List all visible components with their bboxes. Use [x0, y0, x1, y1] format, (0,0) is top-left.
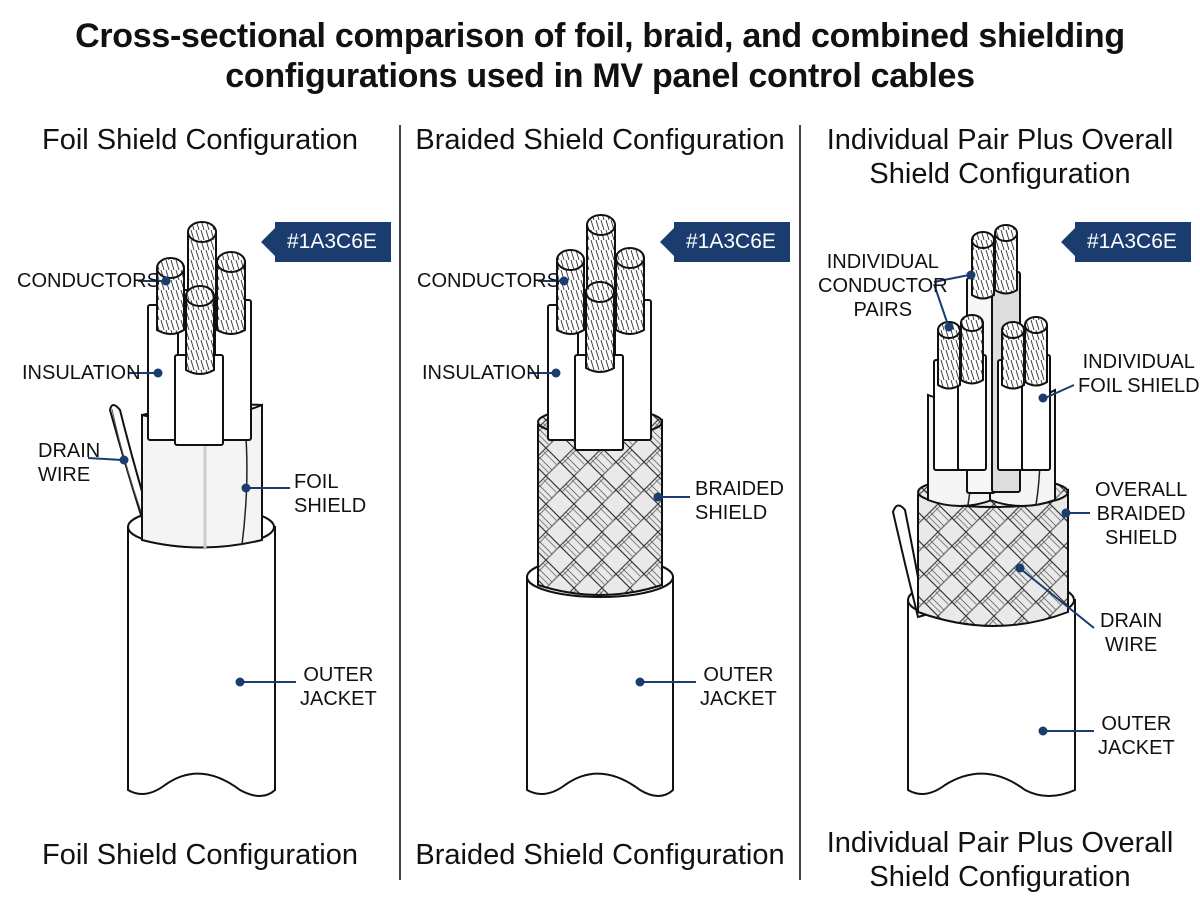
braid-color-badge: #1A3C6E [660, 222, 790, 262]
braid-cable-figure [526, 214, 674, 797]
combined-leaders [933, 270, 1095, 736]
braid-label-braid-line2: SHIELD [695, 502, 768, 524]
foil-color-badge: #1A3C6E [261, 222, 391, 262]
foil-leaders [87, 276, 296, 687]
badge-pointer-icon [1061, 228, 1075, 256]
combined-label-drain-line2: WIRE [1105, 634, 1158, 656]
page-title-line2: configurations used in MV panel control … [225, 57, 975, 95]
combined-color-badge-text: #1A3C6E [1087, 230, 1177, 253]
combined-color-badge: #1A3C6E [1061, 222, 1191, 262]
foil-panel-title: Foil Shield Configuration [42, 124, 358, 156]
badge-pointer-icon [660, 228, 674, 256]
foil-outer-jacket [127, 526, 276, 797]
braid-outer-jacket [526, 576, 674, 797]
braid-leaders [528, 276, 696, 687]
foil-panel-caption: Foil Shield Configuration [42, 839, 358, 871]
combined-label-obraid-line3: SHIELD [1105, 527, 1178, 549]
braid-label-jacket-line1: OUTER [703, 664, 774, 686]
combined-label-pairs-line2: CONDUCTOR [818, 275, 948, 297]
foil-label-foil-shield: FOIL SHIELD [294, 470, 366, 518]
page-title-line1: Cross-sectional comparison of foil, brai… [75, 17, 1125, 55]
combined-label-drain-line1: DRAIN [1100, 610, 1163, 632]
foil-label-conductors: CONDUCTORS [17, 270, 160, 292]
panel-divider-left [399, 125, 401, 880]
combined-cable-figure [891, 224, 1076, 797]
braid-label-braid-line1: BRAIDED [695, 478, 784, 500]
braid-panel-caption: Braided Shield Configuration [415, 839, 785, 871]
combined-label-outer-jacket: OUTER JACKET [1098, 712, 1175, 760]
combined-panel-title: Individual Pair Plus Overall Shield Conf… [800, 123, 1200, 191]
badge-pointer-icon [261, 228, 275, 256]
combined-label-obraid-line2: BRAIDED [1096, 503, 1186, 525]
foil-label-drain-line1: DRAIN [38, 440, 101, 462]
foil-color-badge-text: #1A3C6E [287, 230, 377, 253]
overall-braided-shield [917, 488, 1069, 627]
braid-color-badge-text: #1A3C6E [686, 230, 776, 253]
braid-label-jacket-line2: JACKET [700, 688, 777, 710]
combined-label-individual-foil: INDIVIDUAL FOIL SHIELD [1078, 350, 1200, 398]
combined-label-drain-wire: DRAIN WIRE [1100, 609, 1162, 657]
combined-label-pairs-line3: PAIRS [853, 299, 913, 321]
combined-label-ifoil-line1: INDIVIDUAL [1082, 351, 1195, 373]
page-title: Cross-sectional comparison of foil, brai… [0, 16, 1200, 96]
combined-label-jacket-line1: OUTER [1101, 713, 1172, 735]
combined-panel-caption-line2: Shield Configuration [869, 861, 1131, 893]
combined-panel-title-line1: Individual Pair Plus Overall [826, 124, 1174, 156]
foil-label-foil-line2: SHIELD [294, 495, 367, 517]
foil-label-drain-line2: WIRE [38, 464, 91, 486]
combined-panel-caption: Individual Pair Plus Overall Shield Conf… [800, 826, 1200, 894]
foil-label-insulation: INSULATION [22, 362, 141, 384]
braid-label-insulation: INSULATION [422, 362, 541, 384]
foil-label-jacket-line1: OUTER [303, 664, 374, 686]
combined-label-conductor-pairs: INDIVIDUAL CONDUCTOR PAIRS [818, 250, 948, 322]
braid-label-conductors: CONDUCTORS [417, 270, 560, 292]
combined-label-pairs-line1: INDIVIDUAL [826, 251, 939, 273]
foil-label-drain-wire: DRAIN WIRE [38, 439, 100, 487]
foil-label-foil-line1: FOIL [294, 471, 339, 493]
braid-label-braided-shield: BRAIDED SHIELD [695, 477, 784, 525]
combined-label-overall-braid: OVERALL BRAIDED SHIELD [1095, 478, 1187, 550]
braid-label-outer-jacket: OUTER JACKET [700, 663, 777, 711]
panel-divider-right [799, 125, 801, 880]
combined-panel-caption-line1: Individual Pair Plus Overall [826, 827, 1174, 859]
combined-label-jacket-line2: JACKET [1098, 737, 1175, 759]
foil-label-outer-jacket: OUTER JACKET [300, 663, 377, 711]
combined-outer-jacket [907, 599, 1076, 797]
combined-label-ifoil-line2: FOIL SHIELD [1078, 375, 1200, 397]
combined-label-obraid-line1: OVERALL [1095, 479, 1188, 501]
foil-label-jacket-line2: JACKET [300, 688, 377, 710]
foil-cable-figure [108, 221, 276, 797]
combined-panel-title-line2: Shield Configuration [869, 158, 1131, 190]
braid-panel-title: Braided Shield Configuration [415, 124, 785, 156]
